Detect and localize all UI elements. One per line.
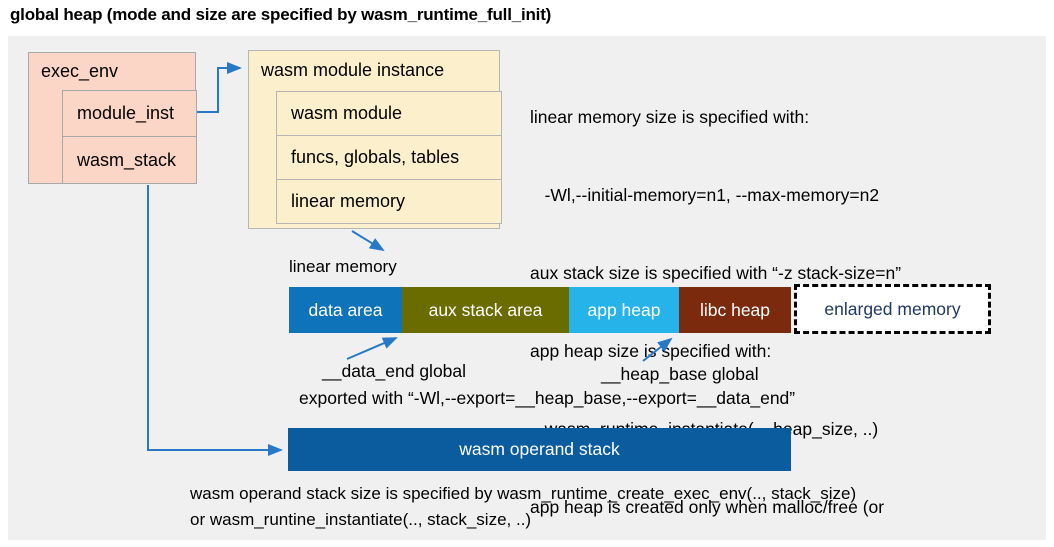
aux-stack-area-label: aux stack area <box>428 299 543 320</box>
funcs-globals-tables-label: funcs, globals, tables <box>291 147 460 167</box>
exec-env-label: exec_env <box>41 61 119 81</box>
aux-stack-area-segment: aux stack area <box>402 287 569 333</box>
funcs-globals-tables-row: funcs, globals, tables <box>276 135 502 180</box>
note-line: -Wl,--initial-memory=n1, --max-memory=n2 <box>530 185 880 205</box>
wasm-module-instance-box: wasm module instance wasm module funcs, … <box>248 50 502 229</box>
wasm-module-row: wasm module <box>276 91 502 136</box>
wasm-module-label: wasm module <box>291 103 403 123</box>
wasm-module-instance-label: wasm module instance <box>261 60 445 80</box>
data-area-segment: data area <box>289 287 402 333</box>
app-heap-label: app heap <box>587 299 661 320</box>
linear-memory-row: linear memory <box>276 179 502 224</box>
exported-annotation: exported with “-Wl,--export=__heap_base,… <box>299 388 796 408</box>
libc-heap-label: libc heap <box>699 299 771 320</box>
enlarged-memory-label: enlarged memory <box>824 298 961 319</box>
note-line: aux stack size is specified with “-z sta… <box>530 263 902 283</box>
heap-base-annotation: __heap_base global <box>601 364 759 384</box>
linear-memory-row-label: linear memory <box>291 191 406 211</box>
note-line: app heap size is specified with: <box>530 341 772 361</box>
linear-memory-label: linear memory <box>289 257 397 276</box>
linear-memory-bar: data area aux stack area app heap libc h… <box>289 287 791 333</box>
app-heap-segment: app heap <box>569 287 679 333</box>
data-end-annotation: __data_end global <box>322 361 467 381</box>
operand-stack-note-line1: wasm operand stack size is specified by … <box>190 484 857 503</box>
note-line: app heap is created only when malloc/fre… <box>530 497 885 517</box>
wasm-operand-stack-label: wasm operand stack <box>459 439 620 459</box>
data-area-label: data area <box>308 299 383 320</box>
module-inst-label: module_inst <box>77 103 175 123</box>
libc-heap-segment: libc heap <box>679 287 791 333</box>
note-line: linear memory size is specified with: <box>530 107 810 127</box>
wasm-operand-stack-bar: wasm operand stack <box>288 428 791 471</box>
diagram-title: global heap (mode and size are specified… <box>10 5 552 24</box>
module-inst-box: module_inst <box>62 90 197 137</box>
enlarged-memory-segment: enlarged memory <box>794 284 991 334</box>
operand-stack-note: wasm operand stack size is specified by … <box>190 481 856 533</box>
wasm-stack-label: wasm_stack <box>77 149 177 170</box>
operand-stack-note-line2: or wasm_runtine_instantiate(.., stack_si… <box>190 510 532 529</box>
wasm-stack-box: wasm_stack <box>62 136 197 184</box>
